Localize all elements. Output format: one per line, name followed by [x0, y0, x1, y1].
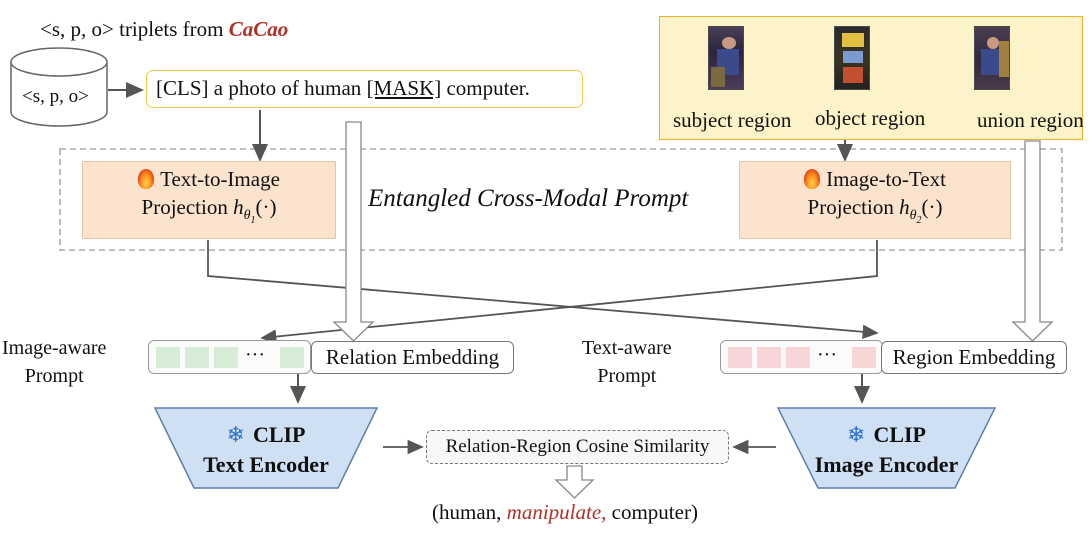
image-encoder-line2: Image Encoder: [814, 452, 959, 477]
source-name: CaCao: [228, 17, 289, 41]
text-aware-line1: Text-aware: [582, 337, 672, 359]
i2t-symbol: h: [899, 195, 910, 219]
output-prefix: (human,: [432, 500, 507, 524]
hollow-arrow-union-to-region: [1011, 140, 1054, 342]
token: [757, 347, 781, 368]
text-to-image-projection: Text-to-Image Projection hθ1(·): [82, 161, 336, 239]
image-encoder-clip: CLIP: [873, 422, 926, 447]
image-encoder-line1: ❄ CLIP: [778, 420, 995, 450]
cross-modal-prompt-title: Entangled Cross-Modal Prompt: [368, 185, 689, 212]
fire-icon: [804, 169, 821, 189]
region-embedding: Region Embedding: [881, 341, 1067, 374]
text-aware-prompt-label: Text-aware Prompt: [582, 334, 672, 390]
arrow-t2i-to-region-embedding: [207, 240, 879, 339]
fire-icon: [138, 169, 155, 189]
t2i-projection-word: Projection: [141, 195, 228, 219]
union-region-label: union region: [977, 108, 1084, 132]
subject-region-label: subject region: [673, 108, 792, 132]
object-region-label: object region: [815, 106, 926, 130]
text-encoder-shape: [153, 407, 379, 489]
prompt-text-after: computer.: [441, 76, 530, 100]
token-ellipsis: ···: [245, 344, 265, 366]
triplet-caption: <s, p, o> triplets from CaCao: [40, 17, 288, 42]
image-encoder-label: ❄ CLIP Image Encoder: [778, 420, 995, 480]
token: [728, 347, 752, 368]
snowflake-icon: ❄: [847, 422, 866, 447]
image-to-text-projection: Image-to-Text Projection hθ2(·): [739, 161, 1011, 239]
image-aware-line1: Image-aware: [2, 337, 107, 359]
t2i-sub: θ: [243, 208, 251, 224]
text-aware-line2: Prompt: [597, 365, 657, 387]
token-ellipsis: ···: [817, 344, 837, 366]
subject-region-image: [708, 26, 744, 90]
t2i-line2: Projection hθ1(·): [142, 193, 277, 235]
cosine-similarity-label: Relation-Region Cosine Similarity: [445, 436, 710, 457]
text-encoder-line2: Text Encoder: [203, 452, 329, 477]
i2t-sub: θ: [909, 208, 917, 224]
union-region-image: [974, 26, 1010, 90]
image-encoder-shape: [776, 407, 997, 489]
t2i-symbol: h: [233, 195, 244, 219]
token: [214, 347, 238, 368]
t2i-line1: Text-to-Image: [138, 165, 280, 193]
cosine-similarity-box: Relation-Region Cosine Similarity: [426, 430, 729, 464]
database-icon: [10, 47, 108, 127]
i2t-subsub: 2: [916, 214, 922, 226]
snowflake-icon: ❄: [226, 422, 245, 447]
i2t-title: Image-to-Text: [826, 167, 946, 191]
output-suffix: computer): [606, 500, 698, 524]
token: [280, 347, 304, 368]
output-predicate: manipulate,: [506, 500, 607, 524]
prompt-text-before: [CLS] a photo of human: [156, 76, 367, 100]
relation-prompt-tokens: ···: [148, 340, 311, 374]
text-encoder-line1: ❄ CLIP: [155, 420, 377, 450]
token: [185, 347, 209, 368]
mask-token: [MASK]: [366, 76, 442, 100]
prompt-text-box: [CLS] a photo of human [MASK] computer.: [146, 70, 583, 108]
region-prompt-tokens: ···: [720, 340, 883, 374]
triplet-caption-prefix: <s, p, o> triplets from: [40, 17, 229, 41]
token: [852, 347, 876, 368]
image-aware-prompt-label: Image-aware Prompt: [2, 334, 106, 390]
t2i-title: Text-to-Image: [160, 167, 280, 191]
arrow-i2t-to-relation-embedding: [260, 240, 878, 344]
i2t-line2: Projection hθ2(·): [808, 193, 943, 235]
token: [156, 347, 180, 368]
text-encoder-clip: CLIP: [252, 422, 306, 447]
relation-embedding: Relation Embedding: [311, 341, 514, 374]
cross-modal-prompt-frame: [59, 148, 1063, 251]
hollow-arrow-text-to-relation: [332, 121, 375, 342]
i2t-line1: Image-to-Text: [804, 165, 946, 193]
database-label: <s, p, o>: [22, 86, 89, 107]
hollow-arrow-similarity-to-output: [554, 465, 595, 499]
token: [786, 347, 810, 368]
i2t-projection-word: Projection: [807, 195, 894, 219]
text-encoder-label: ❄ CLIP Text Encoder: [155, 420, 377, 480]
image-aware-line2: Prompt: [24, 365, 84, 387]
t2i-subsub: 1: [250, 214, 256, 226]
predicted-triplet: (human, manipulate, computer): [432, 500, 698, 525]
object-region-image: [834, 26, 870, 90]
t2i-arg: (·): [255, 195, 277, 219]
prompt-text: [CLS] a photo of human [MASK] computer.: [156, 76, 530, 101]
i2t-arg: (·): [921, 195, 943, 219]
region-panel: subject region object region union regio…: [659, 16, 1084, 140]
